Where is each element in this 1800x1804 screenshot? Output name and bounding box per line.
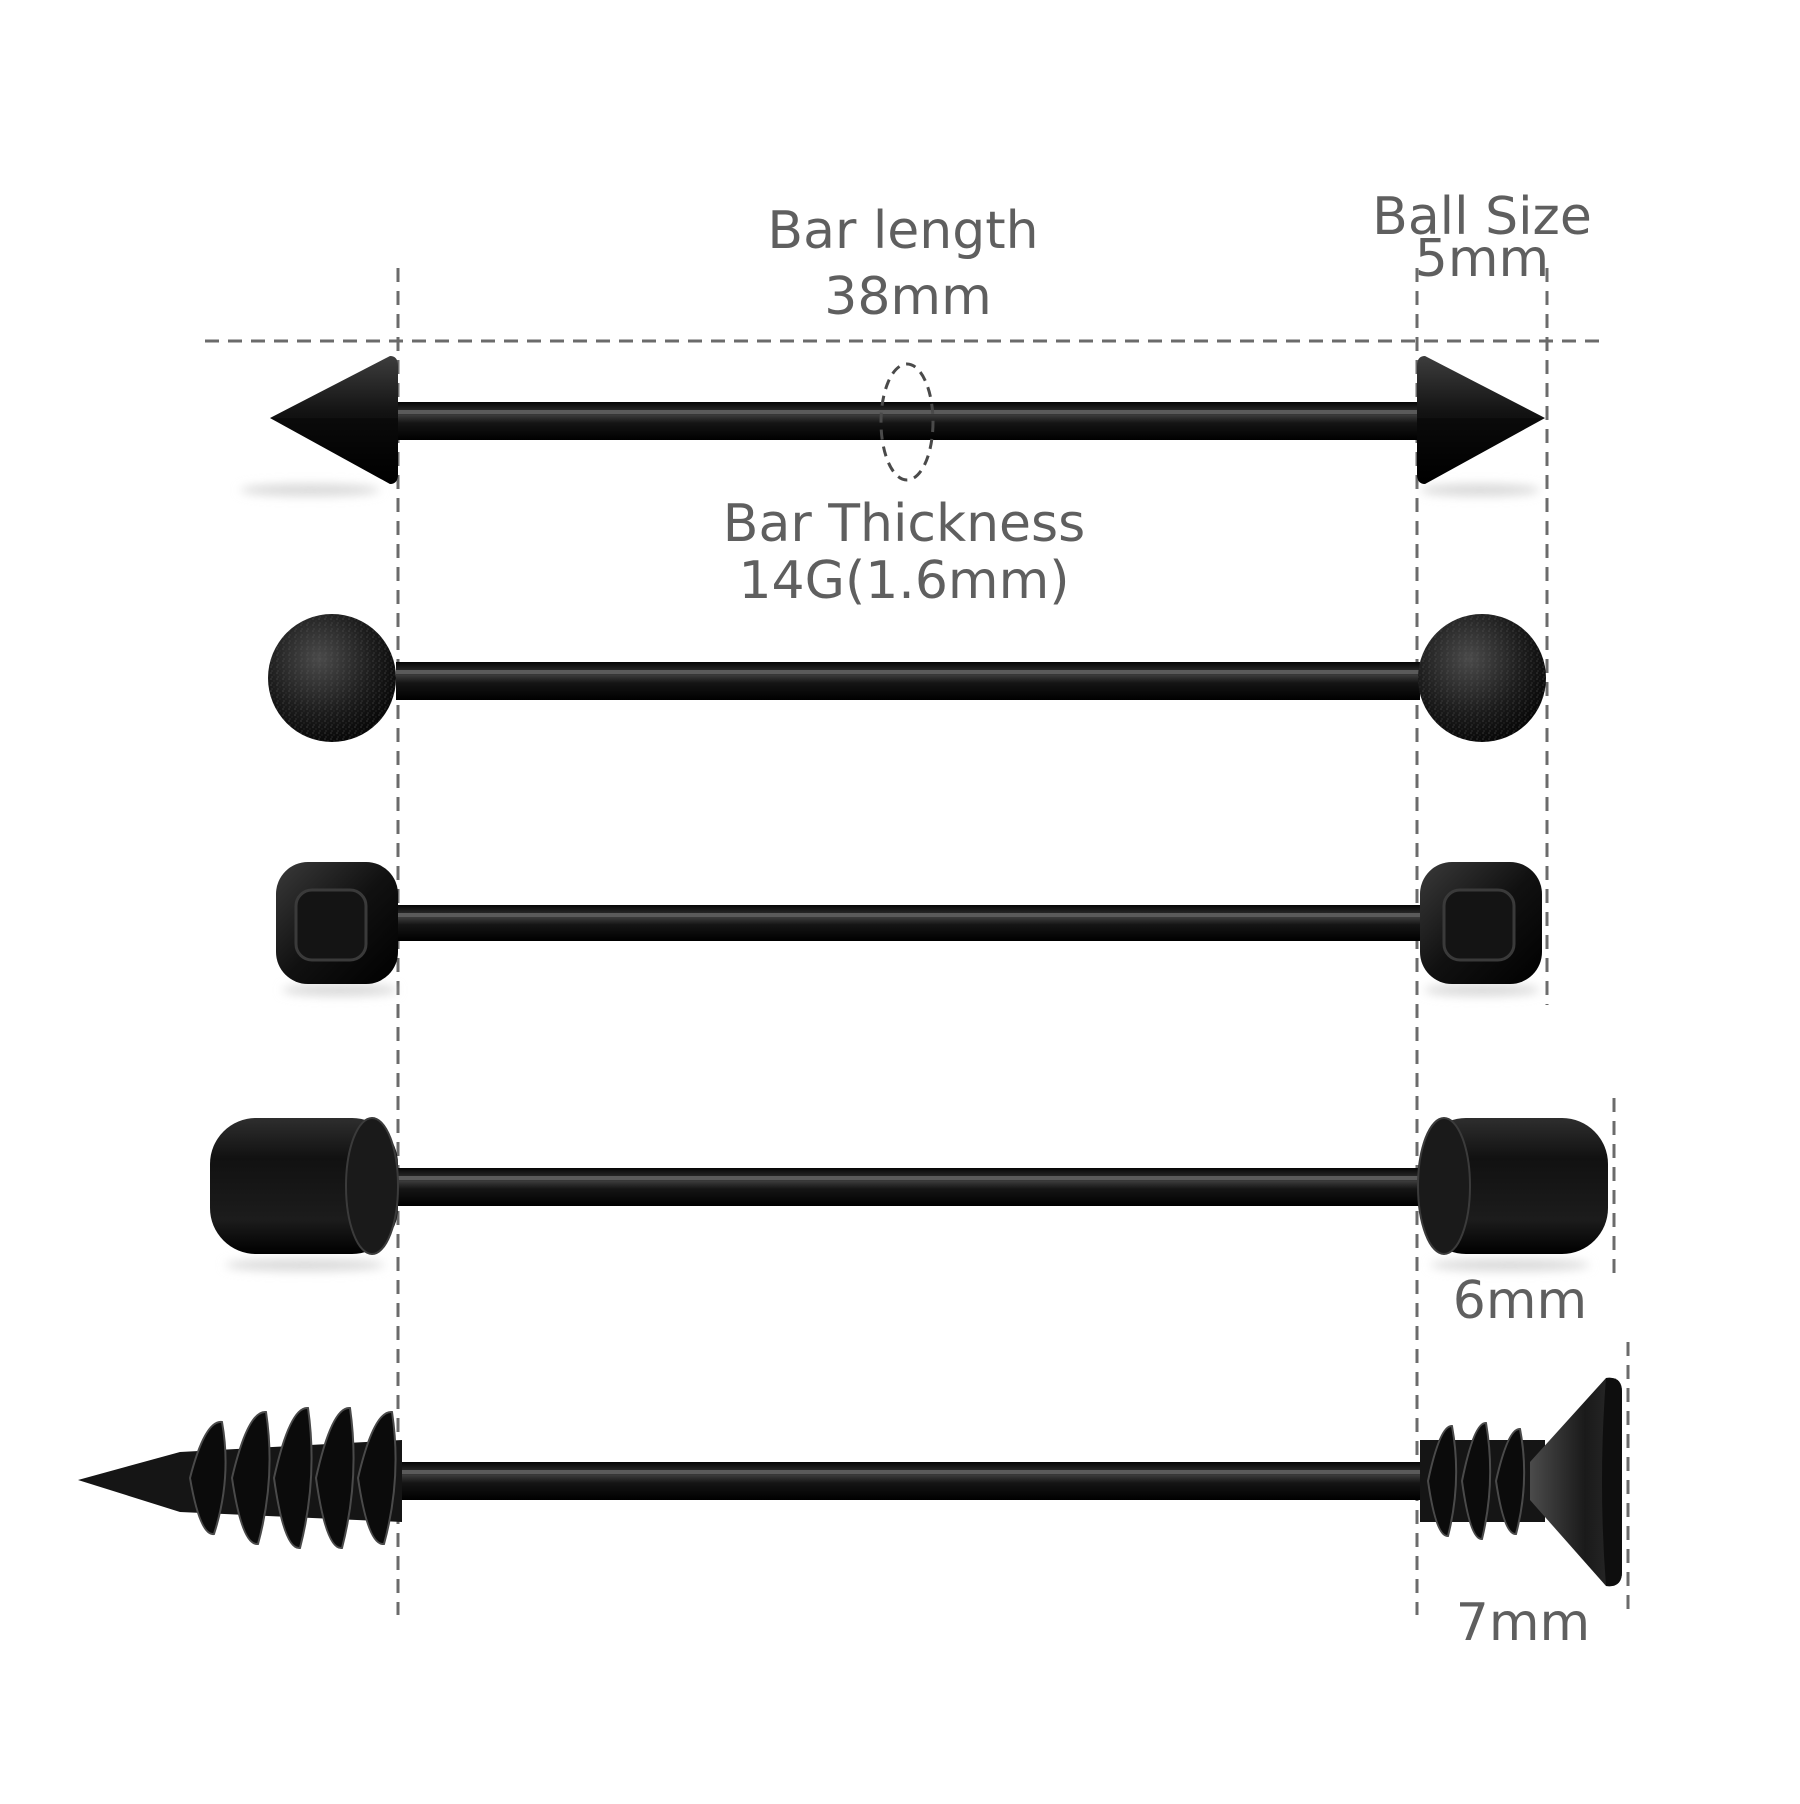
cylinder-left-cap (345, 1117, 399, 1255)
bar (400, 1462, 1422, 1500)
spike-left (270, 356, 398, 484)
bar (396, 905, 1420, 941)
item-shadow (240, 484, 380, 496)
screw-threads-left (188, 1407, 397, 1549)
cube-right-face (1442, 888, 1516, 962)
item-shadow (282, 984, 398, 996)
bar-highlight (396, 913, 1420, 917)
guide-lines (205, 268, 1630, 1618)
cylinder-right-cap (1417, 1117, 1471, 1255)
bar-thickness-value: 14G(1.6mm) (738, 551, 1070, 611)
spike-right (1417, 356, 1545, 484)
cylinder-size-value: 6mm (1452, 1271, 1588, 1331)
screw-head-size-value: 7mm (1455, 1593, 1591, 1653)
ball-size-title: Ball Size (1372, 187, 1592, 247)
bar-length-value: 38mm (824, 267, 992, 327)
bar-highlight (396, 410, 1420, 414)
ball-left-texture (268, 614, 396, 742)
item-shadow (1424, 984, 1540, 996)
cube-left-face (294, 888, 368, 962)
ball-right-texture (1418, 614, 1546, 742)
spike-barbell (240, 356, 1545, 496)
bar-highlight (396, 670, 1420, 674)
item-shadow (1430, 1259, 1590, 1271)
bar-highlight (400, 1470, 1422, 1474)
cylinder-barbell (210, 1117, 1608, 1271)
spike-right-shade (1417, 418, 1545, 484)
item-shadow (225, 1259, 385, 1271)
cube-barbell (276, 862, 1542, 996)
screw-threads-right (1426, 1422, 1526, 1540)
bar (396, 662, 1420, 700)
bar (368, 1168, 1448, 1206)
ball-size-value: 5mm (1414, 229, 1550, 289)
bar (396, 402, 1420, 440)
bar-thickness-title: Bar Thickness (722, 494, 1086, 554)
bar-highlight (368, 1176, 1448, 1180)
screw-head-face (1602, 1377, 1622, 1587)
spike-left-shade (270, 418, 398, 484)
screw-head (1530, 1377, 1622, 1587)
bar-length-title: Bar length (767, 201, 1039, 261)
item-shadow (1420, 484, 1540, 496)
ball-barbell (268, 614, 1546, 742)
bar-thickness-marker (879, 362, 935, 482)
screw-barbell (78, 1377, 1622, 1587)
